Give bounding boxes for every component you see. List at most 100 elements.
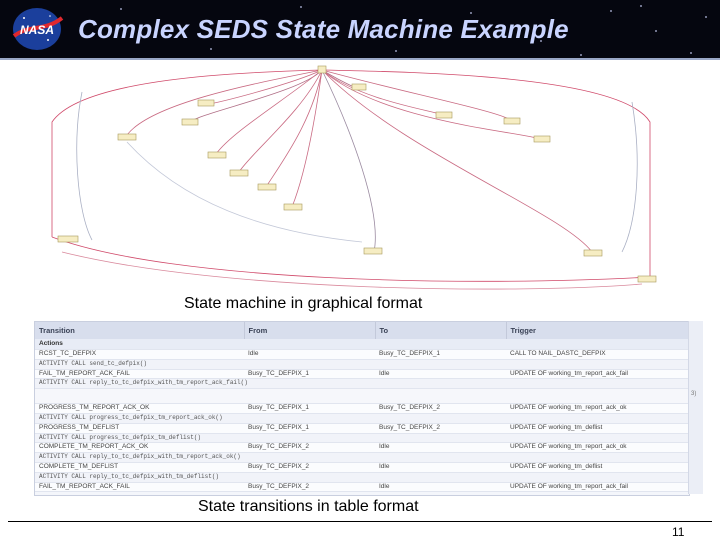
table-caption: State transitions in table format [198,498,419,516]
from-cell: Busy_TC_DEFPIX_2 [244,443,375,453]
activity-cell: ACTIVITY CALL progress_tc_defpix_tm_defl… [35,433,689,443]
edge [266,70,322,187]
state-machine-diagram [22,62,682,294]
state-node [534,136,550,142]
edge [322,70,356,88]
activity-cell: ACTIVITY CALL reply_to_tc_defpix_with_tm… [35,379,689,389]
transition-cell [35,389,244,404]
transition-cell: PROGRESS_TM_REPORT_ACK_OK [35,404,244,414]
to-cell: Idle [375,369,506,379]
activity-row: ACTIVITY CALL progress_tc_defpix_tm_repo… [35,413,689,423]
table-scroll-strip[interactable]: 3) [688,321,703,494]
state-node [364,248,382,254]
edge [62,252,642,289]
section-row-actions: Actions [35,339,689,350]
from-cell: Busy_TC_DEFPIX_1 [244,404,375,414]
state-node [182,119,198,125]
edge [322,70,592,252]
side-note: 3) [691,391,696,397]
edge [52,237,650,281]
activity-row: ACTIVITY CALL reply_to_tc_defpix_with_tm… [35,453,689,463]
edge [322,70,650,277]
from-cell [244,389,375,404]
activity-cell: ACTIVITY CALL reply_to_tc_defpix_with_tm… [35,472,689,482]
to-cell: Busy_TC_DEFPIX_1 [375,350,506,360]
to-cell: Idle [375,482,506,492]
transition-cell: COMPLETE_TM_REPORT_ACK_OK [35,443,244,453]
trigger-cell: UPDATE OF working_tm_report_ack_ok [506,443,689,453]
slide-title: Complex SEDS State Machine Example [78,14,569,45]
transition-cell: COMPLETE_TM_DEFLIST [35,462,244,472]
trigger-cell: UPDATE OF working_tm_report_ack_fail [506,482,689,492]
to-cell [375,389,506,404]
graph-caption: State machine in graphical format [184,295,422,313]
header-from[interactable]: From [244,322,375,339]
trigger-cell: UPDATE OF working_tm_report_ack_ok [506,404,689,414]
header-to[interactable]: To [375,322,506,339]
state-node [230,170,248,176]
activity-row: ACTIVITY CALL progress_tc_defpix_tm_defl… [35,433,689,443]
state-node [436,112,452,118]
state-node [118,134,136,140]
trigger-cell: UPDATE OF working_tm_report_ack_fail [506,369,689,379]
edge [322,70,510,120]
activity-cell: ACTIVITY CALL progress_tc_defpix_tm_repo… [35,413,689,423]
to-cell: Idle [375,443,506,453]
from-cell: Busy_TC_DEFPIX_2 [244,482,375,492]
state-node [318,66,326,73]
activity-row: ACTIVITY CALL reply_to_tc_defpix_with_tm… [35,472,689,482]
slide-header: NASA Complex SEDS State Machine Example [0,0,720,60]
transitions-table-panel: Transition From To Trigger Actions RCST_… [34,321,690,496]
to-cell: Busy_TC_DEFPIX_2 [375,404,506,414]
activity-row: ACTIVITY CALL send_tc_defpix() [35,359,689,369]
table-header-row: Transition From To Trigger [35,322,689,339]
page-number: 11 [672,525,684,539]
activity-cell: ACTIVITY CALL reply_to_tc_defpix_with_tm… [35,453,689,463]
transition-cell: RCST_TC_DEFPIX [35,350,244,360]
edge [127,70,322,135]
trigger-cell [506,389,689,404]
spacer-row [35,389,689,404]
edge [77,92,92,240]
edge [52,70,322,237]
activity-cell: ACTIVITY CALL send_tc_defpix() [35,359,689,369]
edge [322,70,540,139]
section-label: Actions [35,339,689,350]
footer-rule [8,521,712,522]
trigger-cell: CALL TO NAIL_DASTC_DEFPIX [506,350,689,360]
edge [322,70,442,115]
header-transition[interactable]: Transition [35,322,244,339]
header-trigger[interactable]: Trigger [506,322,689,339]
edge [127,142,362,242]
transition-cell: PROGRESS_TM_DEFLIST [35,423,244,433]
activity-row: ACTIVITY CALL reply_to_tc_defpix_with_tm… [35,379,689,389]
from-cell: Idle [244,350,375,360]
from-cell: Busy_TC_DEFPIX_2 [244,462,375,472]
edge [622,102,637,252]
state-transitions-table: Transition From To Trigger Actions RCST_… [35,322,690,492]
from-cell: Busy_TC_DEFPIX_1 [244,423,375,433]
state-node [198,100,214,106]
state-node [352,84,366,90]
state-node [258,184,276,190]
edge [216,70,322,154]
trigger-cell: UPDATE OF working_tm_deflist [506,423,689,433]
from-cell: Busy_TC_DEFPIX_1 [244,369,375,379]
to-cell: Idle [375,462,506,472]
transition-cell: FAIL_TM_REPORT_ACK_FAIL [35,482,244,492]
to-cell: Busy_TC_DEFPIX_2 [375,423,506,433]
state-node [584,250,602,256]
header-rule [0,58,720,60]
nasa-logo: NASA [10,6,64,52]
edge [204,70,322,105]
state-node [58,236,78,242]
transition-cell: FAIL_TM_REPORT_ACK_FAIL [35,369,244,379]
logo-lettering: NASA [20,23,54,37]
